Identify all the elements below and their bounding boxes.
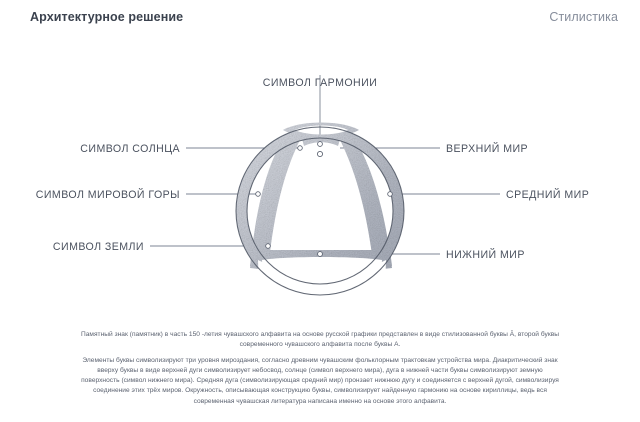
- callout-label: СИМВОЛ МИРОВОЙ ГОРЫ: [35, 189, 180, 201]
- description-text: Памятный знак (памятник) в часть 150 -ле…: [78, 330, 562, 407]
- callout-symbol-of-world-mountain: СИМВОЛ МИРОВОЙ ГОРЫ: [0, 190, 180, 201]
- emblem-svg: [150, 75, 500, 299]
- callout-middle-world: СРЕДНИЙ МИР: [506, 190, 640, 201]
- page-header: Архитектурное решение Стилистика: [0, 0, 640, 34]
- dot-lower-world: [317, 251, 323, 257]
- callout-label: СИМВОЛ СОЛНЦА: [80, 143, 180, 155]
- callout-symbol-of-sun: СИМВОЛ СОЛНЦА: [0, 144, 180, 155]
- callout-symbol-of-earth: СИМВОЛ ЗЕМЛИ: [0, 242, 144, 253]
- callout-lower-world: НИЖНИЙ МИР: [446, 250, 636, 261]
- callout-label: ВЕРХНИЙ МИР: [446, 143, 529, 155]
- emblem-stone-shape: [230, 119, 410, 299]
- anchor-dots: [255, 141, 393, 257]
- dot-symbol-of-world-mountain: [255, 191, 261, 197]
- callout-label: НИЖНИЙ МИР: [446, 249, 525, 261]
- dot-symbol-of-sun: [297, 145, 303, 151]
- dot-symbol-of-earth: [265, 243, 271, 249]
- dot-upper-world: [316, 150, 324, 158]
- monument-emblem-diagram: СИМВОЛ ГАРМОНИИ СИМВОЛ СОЛНЦА СИМВОЛ МИР…: [0, 34, 640, 324]
- callout-upper-world: ВЕРХНИЙ МИР: [446, 144, 636, 155]
- description-paragraph-2: Элементы буквы символизируют три уровня …: [81, 356, 559, 405]
- dot-middle-world: [387, 191, 393, 197]
- callout-label: СИМВОЛ ГАРМОНИИ: [262, 77, 378, 89]
- page-title: Архитектурное решение: [30, 10, 184, 24]
- callout-label: СРЕДНИЙ МИР: [506, 189, 590, 201]
- dot-symbol-of-harmony: [317, 141, 323, 147]
- description-paragraph-1: Памятный знак (памятник) в часть 150 -ле…: [80, 331, 560, 349]
- callout-label: СИМВОЛ ЗЕМЛИ: [52, 241, 144, 253]
- callout-symbol-of-harmony: СИМВОЛ ГАРМОНИИ: [0, 78, 640, 89]
- section-label: Стилистика: [549, 10, 618, 24]
